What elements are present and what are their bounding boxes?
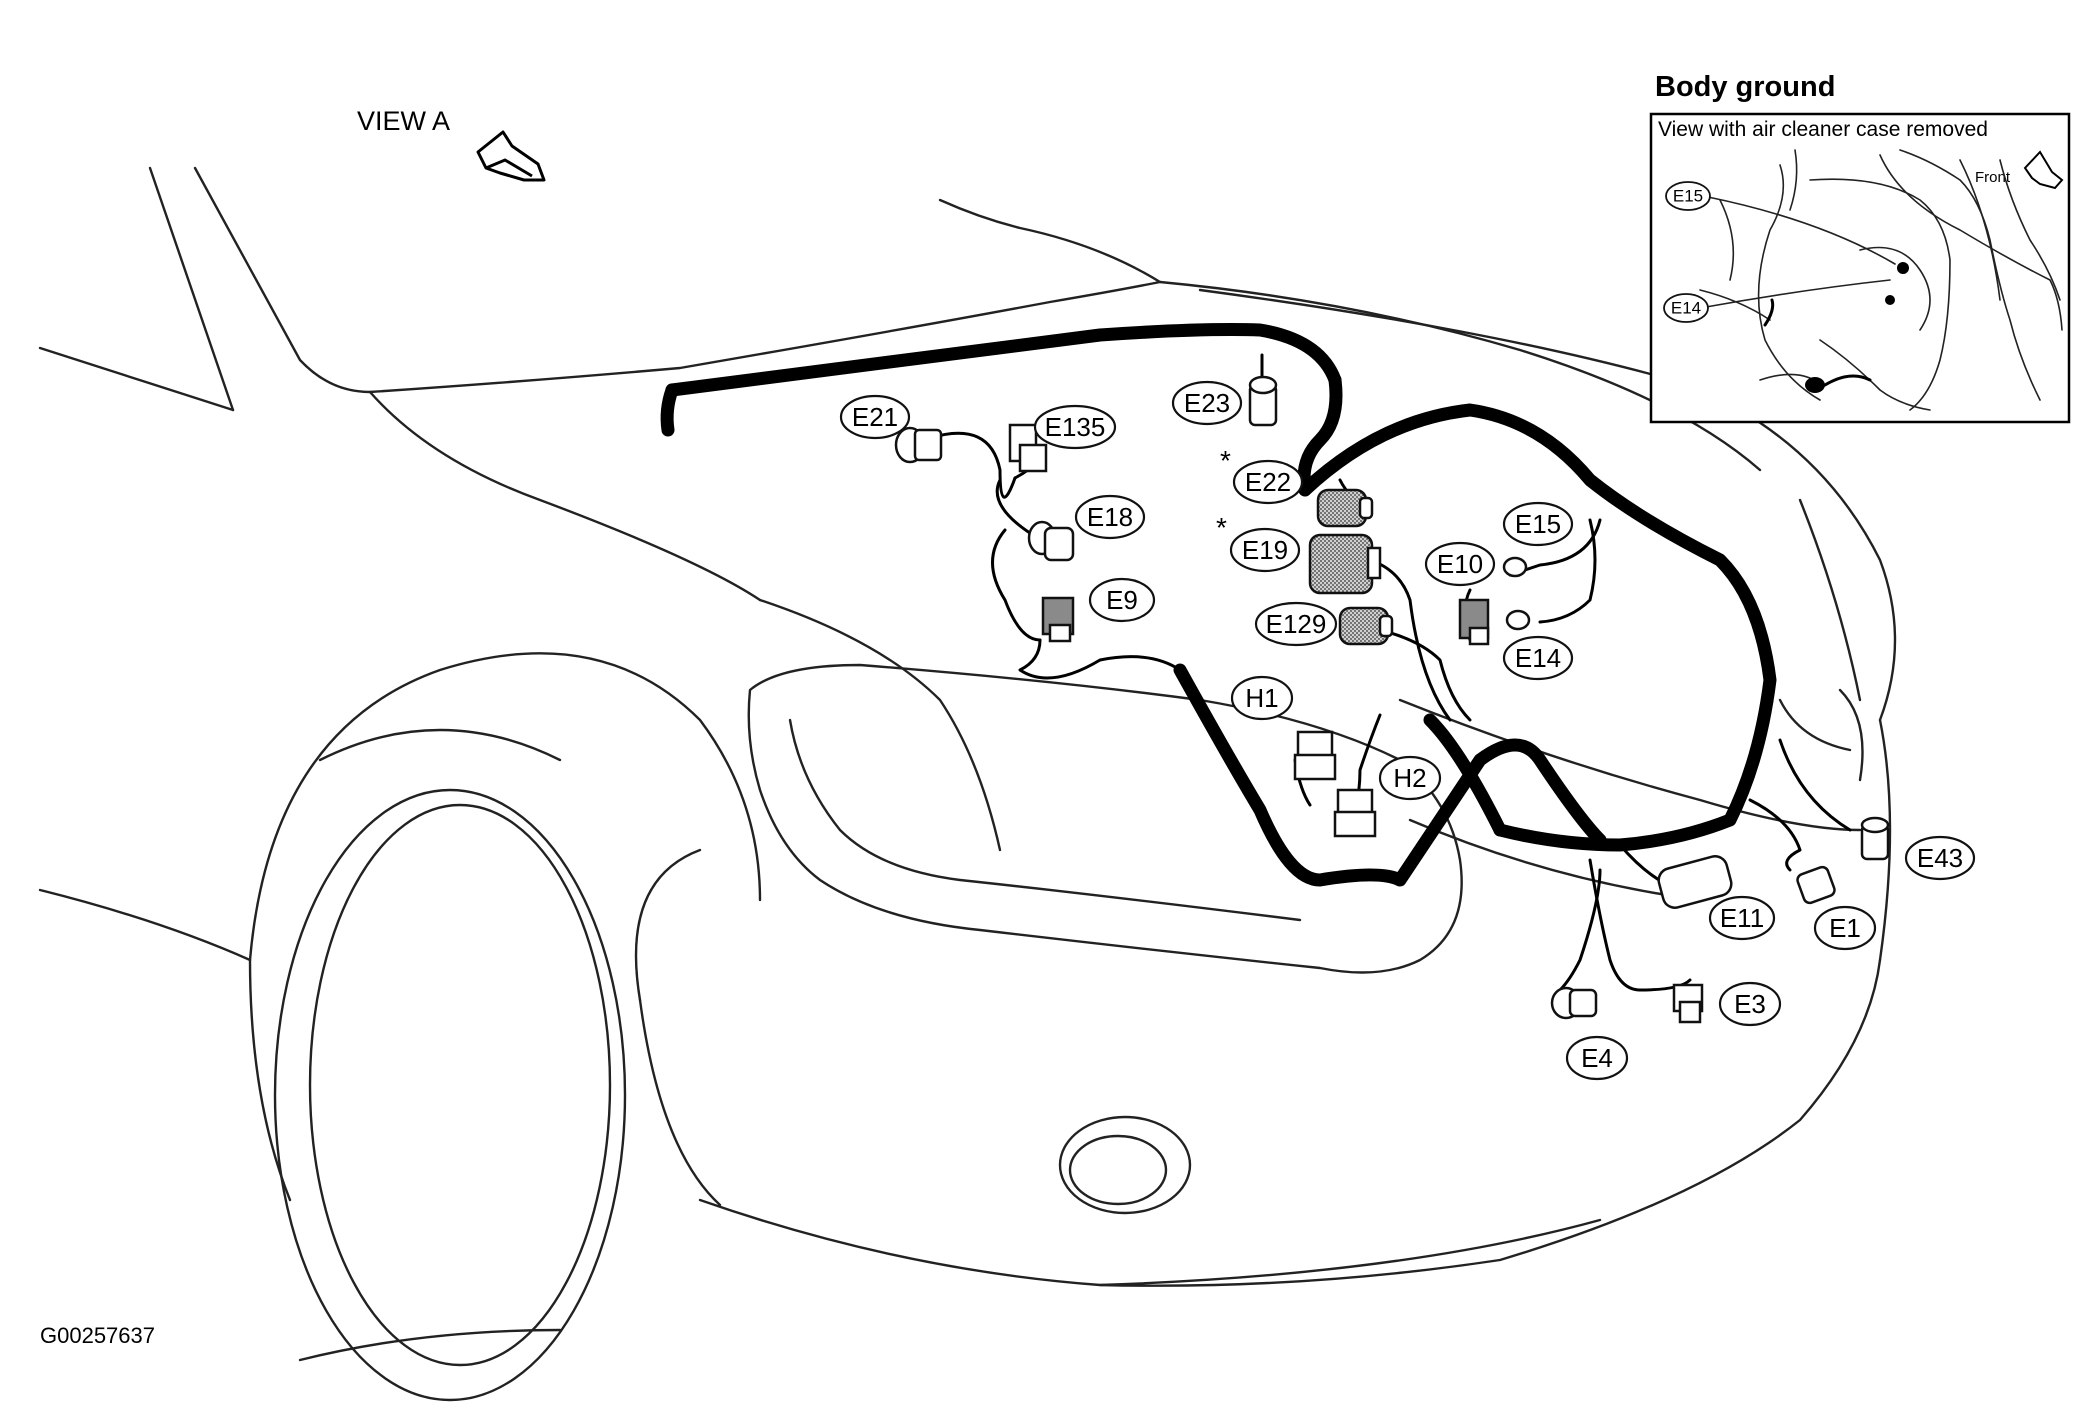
- label-e9-text: E9: [1106, 585, 1138, 615]
- label-e11-text: E11: [1720, 903, 1764, 933]
- connector-label-h2: H2: [1378, 755, 1442, 801]
- main-harness: [660, 323, 1777, 887]
- label-e19-text: E19: [1242, 535, 1288, 565]
- connector-e18-body: [1027, 520, 1075, 562]
- label-e1-text: E1: [1829, 913, 1861, 943]
- connector-label-e9: E9: [1088, 577, 1156, 623]
- label-e129-text: E129: [1266, 609, 1327, 639]
- connector-label-e21: E21: [839, 394, 911, 440]
- connector-e10-body: [1458, 598, 1490, 646]
- connector-e129-body: [1338, 606, 1394, 646]
- connector-label-e18: E18: [1074, 494, 1146, 540]
- connector-e43-body: [1860, 816, 1890, 861]
- label-e21-text: E21: [852, 402, 898, 432]
- connector-label-e15: E15: [1502, 501, 1574, 547]
- inset-front-label: Front: [1975, 169, 2011, 186]
- inset-engine-bay-sketch: [1699, 149, 2063, 411]
- connector-label-e14: E14: [1502, 635, 1574, 681]
- body-ground-inset: Body ground View with air cleaner case r…: [1649, 71, 2071, 424]
- connector-label-e23: E23: [1171, 380, 1243, 426]
- label-e22-text: E22: [1245, 467, 1291, 497]
- label-h1-text: H1: [1245, 683, 1278, 713]
- connector-label-e1: E1: [1813, 905, 1877, 951]
- connector-label-e4: E4: [1565, 1035, 1629, 1081]
- view-a-label: VIEW A: [357, 106, 450, 136]
- connector-label-e43: E43: [1904, 835, 1976, 881]
- label-e23-text: E23: [1184, 388, 1230, 418]
- inset-title: Body ground: [1655, 71, 1835, 103]
- connector-e19-body: [1308, 533, 1382, 595]
- connector-label-e135: E135: [1033, 404, 1117, 450]
- label-e14-text: E14: [1515, 643, 1561, 673]
- inset-e14-leader: [1705, 279, 1891, 308]
- connector-e14-body: [1505, 609, 1531, 631]
- label-h2-text: H2: [1393, 763, 1426, 793]
- connector-label-h1: H1: [1230, 675, 1294, 721]
- label-e18-text: E18: [1087, 502, 1133, 532]
- connector-e1-body: [1796, 865, 1836, 905]
- label-e15-text: E15: [1515, 509, 1561, 539]
- figure-id: G00257637: [40, 1323, 155, 1348]
- connector-label-e10: E10: [1424, 541, 1496, 587]
- inset-label-e15: E15: [1665, 181, 1711, 211]
- inset-e15-leader: [1707, 196, 1896, 265]
- connector-e9-body: [1041, 596, 1075, 643]
- connector-e22-body: [1316, 488, 1374, 528]
- connector-h1-body: [1293, 730, 1337, 781]
- connector-label-e3: E3: [1718, 981, 1782, 1027]
- inset-label-e14: E14: [1663, 293, 1709, 323]
- inset-e15-text: E15: [1673, 187, 1703, 206]
- label-e10-text: E10: [1437, 549, 1483, 579]
- inset-caption: View with air cleaner case removed: [1658, 118, 1988, 141]
- connector-label-e129: E129: [1254, 601, 1338, 647]
- connector-label-e11: E11: [1708, 895, 1776, 941]
- label-e19-star: *: [1216, 512, 1227, 543]
- label-e3-text: E3: [1734, 989, 1766, 1019]
- connector-e4-body: [1550, 986, 1598, 1020]
- connector-label-e22: * E22: [1220, 445, 1304, 505]
- view-a-callout: VIEW A: [357, 106, 546, 182]
- connector-e23-body: [1248, 375, 1278, 427]
- connector-h2-body: [1333, 788, 1377, 838]
- label-e43-text: E43: [1917, 843, 1963, 873]
- view-a-arrow-icon: [476, 130, 546, 182]
- connector-e135-body: [1008, 423, 1048, 473]
- front-arrow-icon: [2023, 150, 2064, 190]
- inset-e14-text: E14: [1671, 299, 1701, 318]
- label-e22-star: *: [1220, 445, 1231, 476]
- connector-e3-body: [1672, 983, 1704, 1024]
- connector-e11-body: [1657, 855, 1733, 909]
- connector-shapes: [894, 375, 1890, 1024]
- connector-e21-body: [894, 426, 943, 464]
- connector-e15-body: [1502, 556, 1528, 578]
- connector-label-e19: * E19: [1216, 512, 1301, 573]
- label-e4-text: E4: [1581, 1043, 1613, 1073]
- label-e135-text: E135: [1045, 412, 1106, 442]
